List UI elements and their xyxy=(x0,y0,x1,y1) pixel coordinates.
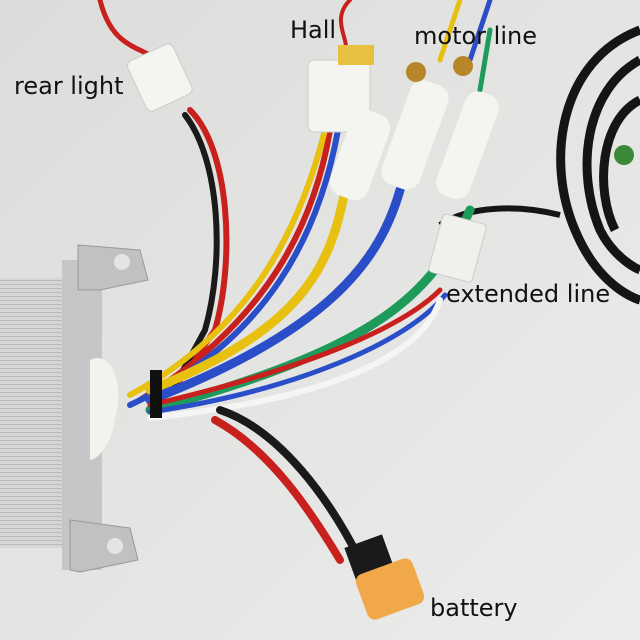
controller-box xyxy=(0,244,149,573)
cable-tie xyxy=(150,370,162,418)
wires xyxy=(97,0,493,564)
green-plug xyxy=(614,145,634,165)
black-cable-loop xyxy=(438,25,640,305)
label-battery: battery xyxy=(430,594,518,622)
connectors xyxy=(126,43,499,620)
label-rear-light: rear light xyxy=(14,72,124,100)
label-motor-line: motor line xyxy=(414,22,537,50)
label-extended-line: extended line xyxy=(446,280,611,308)
battery-connector xyxy=(355,558,425,620)
label-hall: Hall xyxy=(290,16,337,44)
